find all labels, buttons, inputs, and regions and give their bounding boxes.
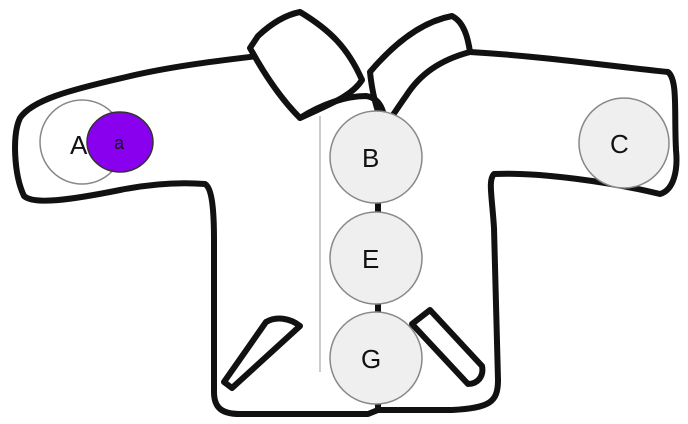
zone-a-label: A (70, 130, 88, 160)
zone-g[interactable]: G (330, 312, 422, 404)
zone-b[interactable]: B (330, 111, 422, 203)
zone-c[interactable]: C (579, 98, 669, 188)
draggable-token-label: a (114, 133, 125, 153)
pocket-right (412, 310, 482, 384)
zone-e-label: E (362, 244, 379, 274)
zone-c-label: C (610, 129, 629, 159)
collar-left (250, 12, 362, 118)
zone-e[interactable]: E (330, 212, 422, 304)
pocket-left (224, 319, 300, 388)
zone-g-label: G (361, 344, 381, 374)
jacket-collar (250, 12, 470, 128)
zone-b-label: B (362, 143, 379, 173)
draggable-token-a[interactable]: a (87, 112, 153, 172)
